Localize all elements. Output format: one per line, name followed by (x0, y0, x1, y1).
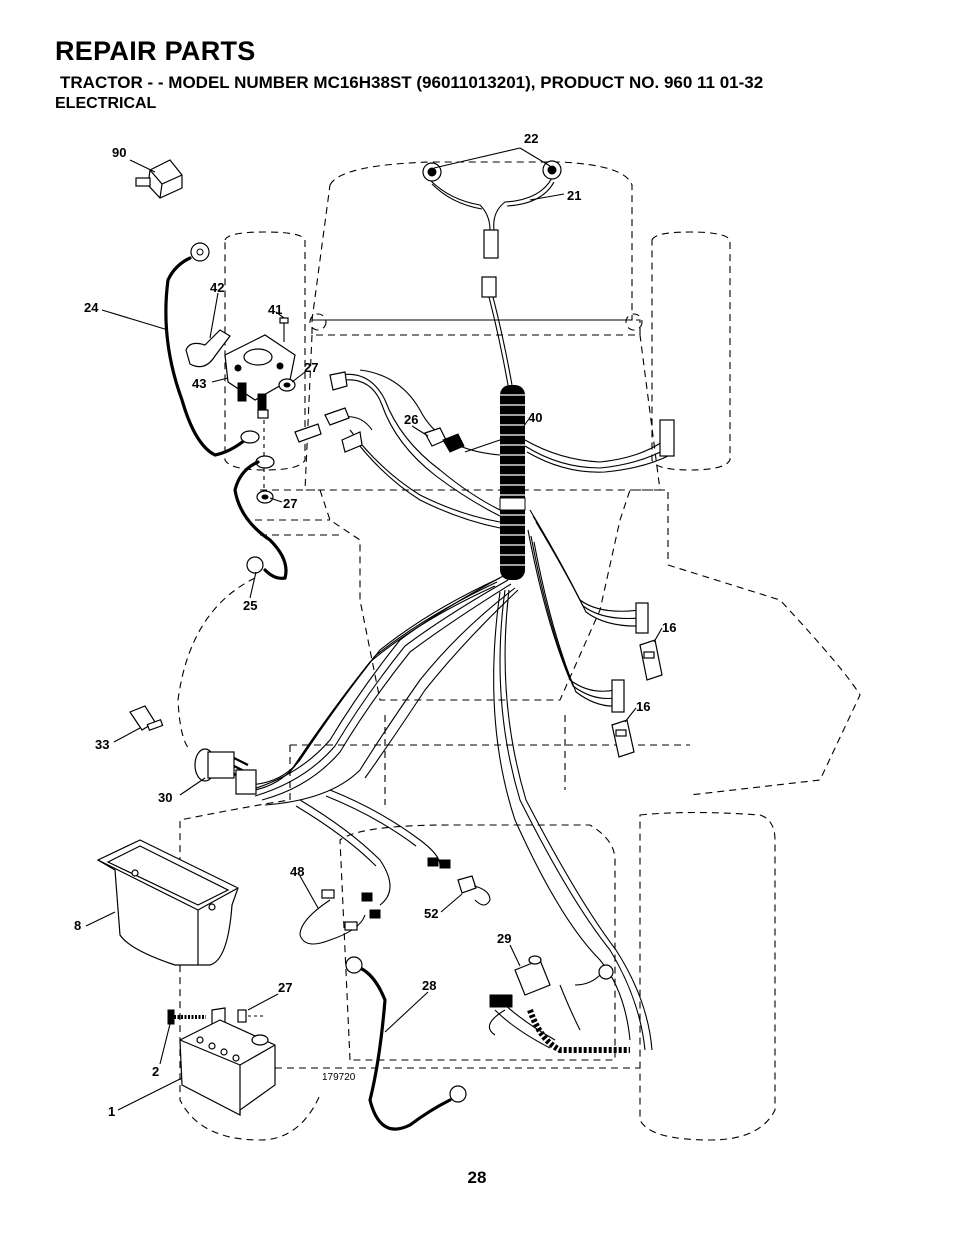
callout-40: 40 (528, 410, 542, 425)
callout-42: 42 (210, 280, 224, 295)
coiled-wire (527, 1009, 630, 1053)
part-16-plug-upper (639, 639, 663, 681)
callout-22: 22 (524, 131, 538, 146)
wiring-harness (239, 177, 675, 1051)
model-subtitle: TRACTOR - - MODEL NUMBER MC16H38ST (9601… (60, 73, 764, 92)
callout-16: 16 (662, 620, 676, 635)
callout-27: 27 (283, 496, 297, 511)
part-24-cable (164, 256, 247, 457)
callout-16: 16 (636, 699, 650, 714)
callout-27: 27 (304, 360, 318, 375)
callout-21: 21 (567, 188, 581, 203)
part-22-headlight-bulbs (422, 160, 562, 182)
callout-28: 28 (422, 978, 436, 993)
section-heading: ELECTRICAL (55, 95, 157, 112)
callout-33: 33 (95, 737, 109, 752)
callout-48: 48 (290, 864, 304, 879)
callout-8: 8 (74, 918, 81, 933)
callout-labels: 90 22 21 24 42 41 43 27 26 40 27 25 16 1… (74, 131, 676, 1119)
part-42-boot (185, 329, 231, 368)
callout-24: 24 (84, 300, 99, 315)
part-28-cable (358, 966, 452, 1131)
part-41-screw (279, 317, 289, 342)
callout-52: 52 (424, 906, 438, 921)
part-8-battery-box (96, 839, 239, 966)
callout-1: 1 (108, 1104, 115, 1119)
part-26-connector (424, 427, 465, 453)
callout-27: 27 (278, 980, 292, 995)
tractor-outline (177, 161, 861, 1141)
part-43-solenoid (224, 334, 296, 419)
page-number: 28 (467, 1168, 487, 1187)
part-27-nut-battery (237, 1009, 266, 1023)
harness-conduit (499, 385, 526, 580)
callout-leaders (85, 147, 663, 1111)
callout-41: 41 (268, 302, 282, 317)
callout-30: 30 (158, 790, 172, 805)
callout-25: 25 (243, 598, 257, 613)
page-title: REPAIR PARTS (55, 36, 256, 66)
part-90-connector (135, 159, 183, 199)
drawing-reference-number: 179720 (322, 1072, 356, 1083)
part-30-ignition-switch (194, 748, 257, 795)
part-16-plug-lower (611, 719, 635, 758)
part-33-key (129, 705, 164, 731)
callout-2: 2 (152, 1064, 159, 1079)
part-27-nut-lower (256, 490, 274, 504)
part-48-fuse-holder (299, 889, 381, 945)
callout-26: 26 (404, 412, 418, 427)
part-52-fuse (457, 875, 491, 906)
part-27-nut-upper (278, 378, 296, 392)
part-1-battery (179, 1019, 276, 1116)
part-2-bolt (167, 1009, 206, 1025)
part-25-cable (233, 460, 288, 580)
callout-29: 29 (497, 931, 511, 946)
part-29-seat-switch (488, 955, 551, 1036)
callout-43: 43 (192, 376, 206, 391)
callout-90: 90 (112, 145, 126, 160)
